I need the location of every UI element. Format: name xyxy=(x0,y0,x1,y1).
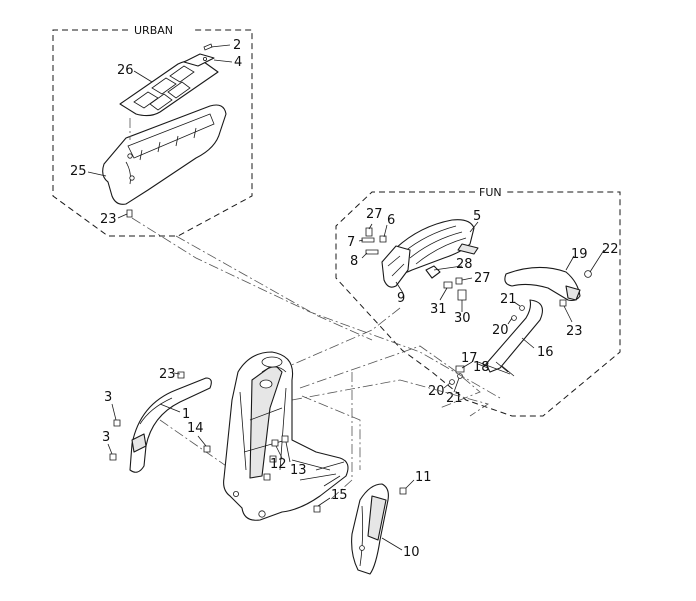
part-3-screw-a xyxy=(113,419,121,427)
callout-13: 13 xyxy=(290,463,307,478)
part-13-bolt xyxy=(281,435,289,443)
part-30-bolt xyxy=(457,289,467,301)
callout-12: 12 xyxy=(270,457,287,472)
part-26-seat-pad xyxy=(119,59,219,117)
part-8-bolt xyxy=(365,249,379,255)
part-9-bracket xyxy=(381,245,411,288)
part-20-washer-b xyxy=(449,379,455,385)
part-22-cap xyxy=(584,270,592,278)
callout-27-b: 27 xyxy=(474,271,491,286)
callout-21-a: 21 xyxy=(500,292,517,307)
part-14-screw xyxy=(203,445,211,453)
part-15-screw xyxy=(313,505,321,513)
part-6-nut xyxy=(379,235,387,243)
part-20-washer-a xyxy=(511,315,517,321)
callout-17: 17 xyxy=(461,351,478,366)
callout-2: 2 xyxy=(233,38,241,53)
callout-3-b: 3 xyxy=(102,430,110,445)
part-28-clip xyxy=(425,265,441,279)
part-7-bolt xyxy=(361,237,375,243)
part-27-screw-a xyxy=(365,227,373,237)
callout-23-left: 23 xyxy=(159,367,176,382)
callout-1: 1 xyxy=(182,407,190,422)
fun-group: FUN xyxy=(335,186,621,417)
callout-25: 25 xyxy=(70,164,87,179)
part-31-washer xyxy=(443,281,453,289)
part-10-front-cover xyxy=(351,483,389,575)
callout-22: 22 xyxy=(602,242,619,257)
callout-23-fun: 23 xyxy=(566,324,583,339)
part-18-rod xyxy=(477,361,511,375)
callout-21-b: 21 xyxy=(446,391,463,406)
callout-31: 31 xyxy=(430,302,447,317)
callout-19: 19 xyxy=(571,247,588,262)
part-3-screw-b xyxy=(109,453,117,461)
part-23-screw-fun xyxy=(559,299,567,307)
part-21-nut-a xyxy=(519,305,525,311)
part-17-screw xyxy=(455,365,465,373)
fun-group-outline xyxy=(335,191,621,417)
callout-5: 5 xyxy=(473,209,481,224)
assembly-chain-lines xyxy=(131,217,501,501)
callout-20-a: 20 xyxy=(492,323,509,338)
frame-bolts xyxy=(263,435,289,481)
part-23-screw-left xyxy=(177,371,185,379)
urban-group-outline xyxy=(52,29,253,237)
callout-30: 30 xyxy=(454,311,471,326)
callout-23-urban: 23 xyxy=(100,212,117,227)
callout-26: 26 xyxy=(117,63,134,78)
part-27-screw-b xyxy=(455,277,463,285)
part-12-bolt xyxy=(271,439,279,447)
part-19-rear-fender xyxy=(504,266,581,302)
part-23-screw-urban xyxy=(126,209,133,218)
callout-20-b: 20 xyxy=(428,384,445,399)
fun-group-title: FUN xyxy=(479,186,502,199)
part-5-front-fender xyxy=(389,219,479,275)
callout-14: 14 xyxy=(187,421,204,436)
urban-group: URBAN xyxy=(52,24,253,237)
bottom-leaders xyxy=(107,372,415,551)
part-1-grab-rail xyxy=(129,377,212,473)
urban-group-title: URBAN xyxy=(134,24,173,37)
callout-11: 11 xyxy=(415,470,432,485)
callout-3-a: 3 xyxy=(104,390,112,405)
part-16-stay xyxy=(485,299,543,377)
part-2-screw xyxy=(203,43,213,51)
part-4-plate xyxy=(183,53,215,67)
callout-6: 6 xyxy=(387,213,395,228)
callout-8: 8 xyxy=(350,254,358,269)
callout-9: 9 xyxy=(397,291,405,306)
callout-28: 28 xyxy=(456,257,473,272)
callout-16: 16 xyxy=(537,345,554,360)
callout-15: 15 xyxy=(331,488,348,503)
callout-18: 18 xyxy=(473,360,490,375)
callout-10: 10 xyxy=(403,545,420,560)
part-11-screw xyxy=(399,487,407,495)
part-25-seat-tray xyxy=(102,104,227,205)
fun-fasteners xyxy=(361,227,467,301)
callout-7: 7 xyxy=(347,235,355,250)
callout-27-a: 27 xyxy=(366,207,383,222)
callout-4: 4 xyxy=(234,55,242,70)
